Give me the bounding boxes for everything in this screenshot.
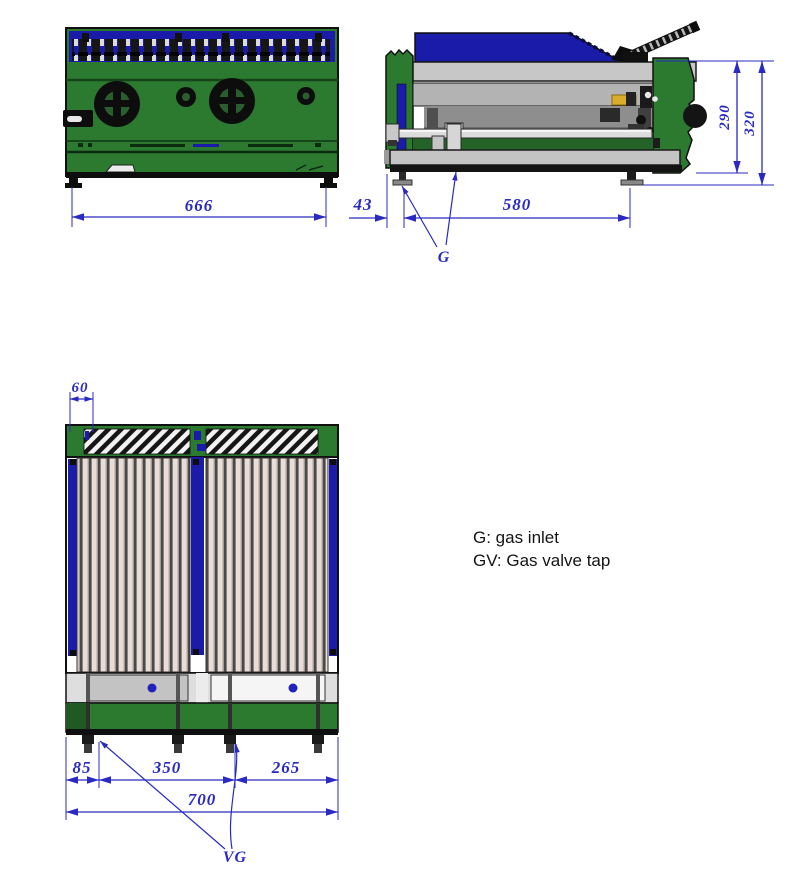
side-blue-strip [396,83,407,161]
burner-box-tab-left [427,108,438,128]
dimension-front-width: 666 [71,187,327,227]
legend-line-2: GV: Gas valve tap [473,551,610,570]
front-bottom-edge [66,172,338,178]
burner-pegs [82,33,322,42]
side-foot-left [392,172,413,186]
dimension-label-580: 580 [503,195,532,214]
pipe-end-cap [388,140,397,146]
hood-sawtooth-edge [568,31,623,64]
burner-knob-large-1 [94,81,140,127]
dimension-label-290: 290 [717,104,733,131]
dimension-heights: 290 320 [643,60,774,186]
tray-screw-right [288,683,298,693]
plan-hatch-left [83,428,191,455]
dimension-label-320: 320 [742,110,758,137]
side-top-shelf [412,61,697,82]
pilot-knob-1 [176,87,196,107]
grill-slats-left-group [76,457,191,673]
gas-valve-callout: VG [99,740,247,866]
front-dash-row [78,143,321,147]
valve-rods [86,673,320,703]
grill-slats-right-group [205,457,329,673]
dimension-label-60: 60 [72,380,89,396]
slat-mount-nubs [70,459,336,656]
plan-blue-strip-middle [191,457,204,655]
pilot-knob-2 [297,87,315,105]
rear-hinge-block [622,52,648,62]
plan-blue-marks [85,431,206,451]
front-corner-mark-2 [308,165,324,171]
valve-stems [82,735,324,753]
plan-front-strip [65,702,339,733]
dimension-label-265: 265 [271,758,301,777]
burner-knob-large-2 [209,78,255,124]
side-foot-right [620,171,644,186]
plan-blue-strip-right [329,459,337,656]
pipe-end-elbow [385,123,400,143]
front-view [63,27,339,188]
dimension-plan-offset: 60 [69,380,94,432]
plan-blue-strip-left [68,459,77,656]
plan-front-strip-end [66,703,86,732]
side-base-frame [389,149,681,166]
plan-tray-gap [196,673,208,703]
front-foot-left [65,178,82,188]
rear-knob [683,104,707,128]
dimension-plan-widths: 85 350 265 700 [65,737,339,820]
dimension-label-666: 666 [185,196,214,215]
legend-line-1: G: gas inlet [473,528,559,547]
left-rating-plate [63,110,93,127]
pipe-bracket [431,135,445,151]
gas-valve-label: VG [223,849,247,866]
legend-notes: G: gas inlet GV: Gas valve tap [473,528,610,570]
dimension-label-43: 43 [353,195,373,214]
plan-bottom-edge [66,729,338,735]
dimension-label-700: 700 [188,790,217,809]
side-bottom-edge [390,165,682,172]
tray-screw-left [147,683,157,693]
gas-inlet-callout: G [401,171,458,266]
plan-view [65,424,339,753]
drip-tray-left [87,674,189,702]
grill-bar-ends-row [72,39,330,61]
dimension-depth: 43 580 [349,174,631,228]
front-corner-mark [295,164,307,171]
valve-rods-lower [86,703,320,732]
gas-inlet-label: G [438,249,451,266]
side-view [384,20,707,186]
dimension-label-350: 350 [152,758,182,777]
base-step [384,150,392,164]
side-hood [414,32,623,63]
plan-hatch-right [205,428,319,455]
dimension-label-85: 85 [73,758,92,777]
front-foot-right [320,178,337,188]
